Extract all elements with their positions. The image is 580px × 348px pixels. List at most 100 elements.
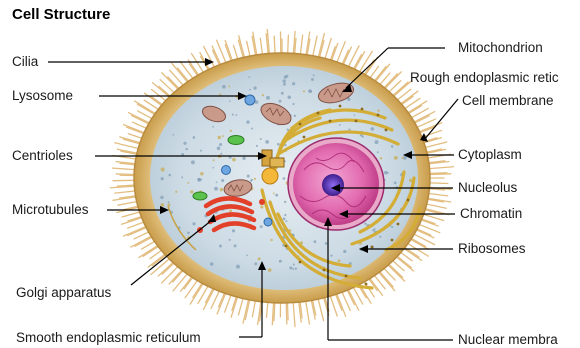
granule [253, 86, 256, 89]
granule [249, 89, 251, 91]
granule [409, 179, 412, 182]
granule [228, 85, 230, 87]
granule [339, 124, 341, 126]
granule [292, 82, 295, 85]
granule [192, 222, 195, 225]
granule [248, 76, 250, 78]
granule [221, 179, 224, 182]
granule [394, 156, 398, 160]
granule [229, 100, 231, 102]
granule [161, 177, 164, 180]
granule [219, 93, 221, 95]
granule [232, 158, 236, 162]
granule [213, 159, 215, 161]
vacuole [193, 192, 207, 200]
granule [289, 266, 292, 269]
granule [187, 231, 190, 234]
granule [283, 177, 286, 180]
granule [325, 242, 328, 245]
granule [173, 134, 175, 136]
granule [161, 168, 165, 172]
granule [232, 229, 235, 232]
granule [229, 209, 232, 212]
granule [288, 95, 291, 98]
label-cytoplasm: Cytoplasm [458, 147, 522, 163]
granule [394, 182, 397, 185]
label-smooth-er: Smooth endoplasmic reticulum [16, 330, 201, 346]
granule [193, 136, 196, 139]
granule [294, 115, 296, 117]
granule [185, 148, 188, 151]
label-mitochondrion: Mitochondrion [458, 40, 543, 56]
granule [232, 114, 234, 116]
granule [308, 89, 312, 93]
granule [183, 142, 186, 145]
granule [197, 178, 200, 181]
granule [216, 181, 218, 183]
granule [258, 257, 261, 260]
granule [260, 138, 262, 140]
granule [210, 262, 214, 266]
granule [380, 157, 382, 159]
golgi-vesicle [259, 199, 265, 205]
granule [292, 268, 294, 270]
granule [212, 167, 214, 169]
granule [372, 229, 374, 231]
granule [236, 265, 240, 269]
granule [282, 79, 285, 82]
granule [175, 191, 177, 193]
granule [362, 135, 364, 137]
granule [234, 244, 237, 247]
label-cell-membrane: Cell membrane [462, 93, 554, 109]
granule [229, 239, 231, 241]
granule [200, 150, 202, 152]
granule [391, 226, 393, 228]
granule [181, 176, 183, 178]
diagram-title: Cell Structure [12, 6, 110, 23]
granule [218, 136, 221, 139]
granule [371, 127, 375, 131]
granule [167, 203, 170, 206]
granule [391, 145, 394, 148]
granule [284, 214, 286, 216]
granule [260, 225, 263, 228]
granule [279, 100, 282, 103]
granule [265, 140, 269, 144]
granule [284, 201, 286, 203]
granule [214, 187, 218, 191]
granule [168, 201, 170, 203]
granule [230, 130, 232, 132]
granule [222, 85, 226, 89]
granule [281, 92, 284, 95]
granule [220, 153, 222, 155]
granule [262, 94, 264, 96]
granule [402, 157, 404, 159]
label-nuclear-membrane: Nuclear membra [458, 332, 558, 348]
granule [254, 178, 256, 180]
granule [168, 174, 171, 177]
granule [277, 143, 280, 146]
granule [377, 151, 379, 153]
granule [313, 240, 316, 243]
granule [260, 205, 263, 208]
granule [270, 239, 272, 241]
label-chromatin: Chromatin [460, 206, 522, 222]
granule [303, 90, 305, 92]
granule [285, 220, 287, 222]
vacuole [228, 136, 244, 145]
granule [251, 127, 253, 129]
granule [284, 75, 287, 78]
granule [256, 145, 258, 147]
granule [190, 190, 193, 193]
granule [313, 74, 315, 76]
granule [250, 180, 252, 182]
granule [279, 260, 281, 262]
granule [254, 262, 257, 265]
granule [337, 259, 340, 262]
granule [212, 126, 214, 128]
granule [235, 114, 237, 116]
granule [293, 264, 295, 266]
granule [375, 140, 379, 144]
granule [268, 268, 272, 272]
